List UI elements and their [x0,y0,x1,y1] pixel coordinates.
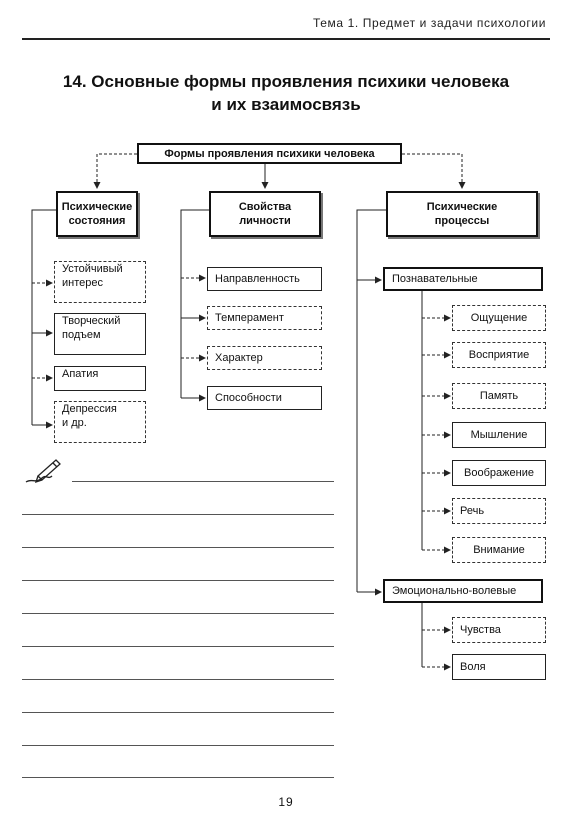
pen-writing-icon [25,459,61,484]
state-item-4: Депрессия и др. [54,401,146,443]
header-rule [22,38,550,40]
note-line-8 [22,712,334,713]
root-box: Формы проявления психики человека [137,143,402,164]
processes-head-box: Психические процессы [386,191,538,237]
state-item-2-line-1: Творческий [62,315,121,327]
state-item-3-line-1: Апатия [62,368,99,380]
note-line-6 [22,646,334,647]
process-emotional-label: Эмоционально-волевые [392,585,517,597]
emotional-item-2: Воля [452,654,546,680]
states-head-line-1: Психические [61,201,133,213]
emotional-item-1: Чувства [452,617,546,643]
process-emotional-box: Эмоционально-волевые [383,579,543,603]
connector-root-to-states [93,153,137,189]
connector-states-trunk [31,209,56,425]
personality-item-2: Темперамент [207,306,322,330]
personality-head-box: Свойства личности [209,191,321,237]
note-line-2 [22,514,334,515]
emotional-item-1-label: Чувства [460,624,501,636]
cognitive-item-6: Речь [452,498,546,524]
note-line-4 [22,580,334,581]
state-item-1: Устойчивый интерес [54,261,146,303]
note-line-3 [22,547,334,548]
cognitive-item-2: Восприятие [452,342,546,368]
cognitive-item-4-label: Мышление [470,429,528,441]
page-number: 19 [278,795,294,809]
personality-head-line-1: Свойства [238,201,292,213]
connector-personality-trunk [180,209,209,398]
page-title-line-2: и их взаимосвязь [211,95,361,114]
personality-item-4-label: Способности [215,392,282,404]
connector-root-to-processes [402,153,466,189]
state-item-4-line-1: Депрессия [62,403,117,415]
cognitive-item-2-label: Восприятие [468,349,530,361]
process-cognitive-label: Познавательные [392,273,478,285]
processes-head-line-2: процессы [434,215,490,227]
personality-item-1: Направленность [207,267,322,291]
state-item-4-line-2: и др. [62,417,87,429]
running-header: Тема 1. Предмет и задачи психологии [313,16,546,30]
cognitive-item-5: Воображение [452,460,546,486]
cognitive-item-3-label: Память [479,390,519,402]
state-item-2: Творческий подъем [54,313,146,355]
personality-item-4: Способности [207,386,322,410]
note-line-1 [72,481,334,482]
state-item-3: Апатия [54,366,146,391]
cognitive-item-1: Ощущение [452,305,546,331]
cognitive-item-5-label: Воображение [464,467,534,479]
connector-processes-trunk [356,209,386,592]
personality-head-line-2: личности [239,215,291,227]
cognitive-item-7: Внимание [452,537,546,563]
page-title-line-1: 14. Основные формы проявления психики че… [62,72,510,91]
note-line-7 [22,679,334,680]
emotional-item-2-label: Воля [460,661,486,673]
state-item-1-line-2: интерес [62,277,103,289]
page-title: 14. Основные формы проявления психики че… [20,70,552,116]
state-item-2-line-2: подъем [62,329,101,341]
process-cognitive-box: Познавательные [383,267,543,291]
personality-item-3-label: Характер [215,352,263,364]
states-head-line-2: состояния [68,215,126,227]
cognitive-item-4: Мышление [452,422,546,448]
processes-head-line-1: Психические [426,201,498,213]
personality-item-3: Характер [207,346,322,370]
cognitive-item-1-label: Ощущение [470,312,528,324]
states-head-box: Психические состояния [56,191,138,237]
root-label: Формы проявления психики человека [164,147,375,160]
state-item-1-line-1: Устойчивый [62,263,123,275]
cognitive-item-3: Память [452,383,546,409]
note-line-5 [22,613,334,614]
note-line-10 [22,777,334,778]
note-line-9 [22,745,334,746]
cognitive-item-7-label: Внимание [473,544,525,556]
personality-item-2-label: Темперамент [215,312,284,324]
cognitive-item-6-label: Речь [460,505,485,517]
personality-item-1-label: Направленность [215,273,300,285]
